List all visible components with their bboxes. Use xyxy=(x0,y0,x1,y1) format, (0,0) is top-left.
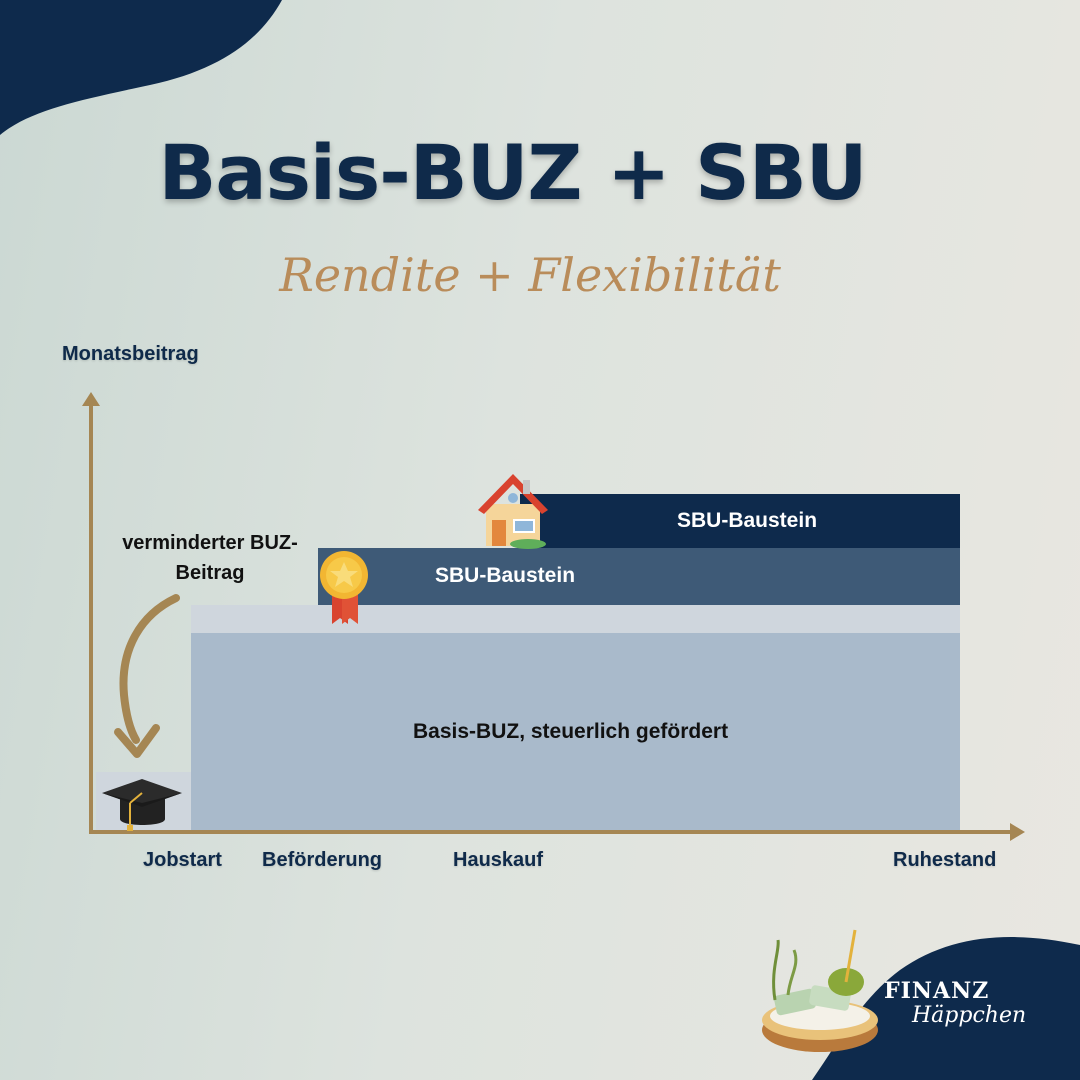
reduced-premium-note: verminderter BUZ- Beitrag xyxy=(105,528,315,588)
x-label-jobstart: Jobstart xyxy=(143,849,222,871)
snack-logo-icon xyxy=(762,929,878,1052)
note-line-1: verminderter BUZ- xyxy=(122,532,298,554)
basis-buz-label: Basis-BUZ, steuerlich gefördert xyxy=(413,720,729,743)
curved-arrow-icon xyxy=(114,594,180,758)
sbu-block-2-label: SBU-Baustein xyxy=(677,509,818,532)
x-label-ruhestand: Ruhestand xyxy=(893,849,997,871)
bottom-right-blob xyxy=(812,937,1080,1080)
reduced-buz-band xyxy=(191,605,960,633)
sbu-block-2 xyxy=(520,494,960,548)
logo-text-haeppchen: Häppchen xyxy=(912,1003,1027,1028)
page-title: Basis-BUZ + SBU xyxy=(158,128,867,217)
x-label-hauskauf: Hauskauf xyxy=(453,849,544,871)
basis-buz-block xyxy=(191,633,960,830)
sbu-block-1 xyxy=(318,548,960,605)
logo-text-finanz: FINANZ xyxy=(884,978,990,1004)
x-label-befoerderung: Beförderung xyxy=(262,849,382,871)
top-left-blob xyxy=(0,0,282,135)
sbu-block-1-label: SBU-Baustein xyxy=(435,564,576,587)
page-subtitle: Rendite + Flexibilität xyxy=(279,248,781,302)
award-ribbon-icon xyxy=(320,551,368,624)
house-icon xyxy=(478,474,548,549)
y-axis-arrowhead xyxy=(82,392,100,406)
y-axis-label: Monatsbeitrag xyxy=(62,343,199,365)
graduation-cap-icon xyxy=(102,779,182,831)
x-axis-arrowhead xyxy=(1010,823,1025,841)
note-line-2: Beitrag xyxy=(175,562,245,584)
